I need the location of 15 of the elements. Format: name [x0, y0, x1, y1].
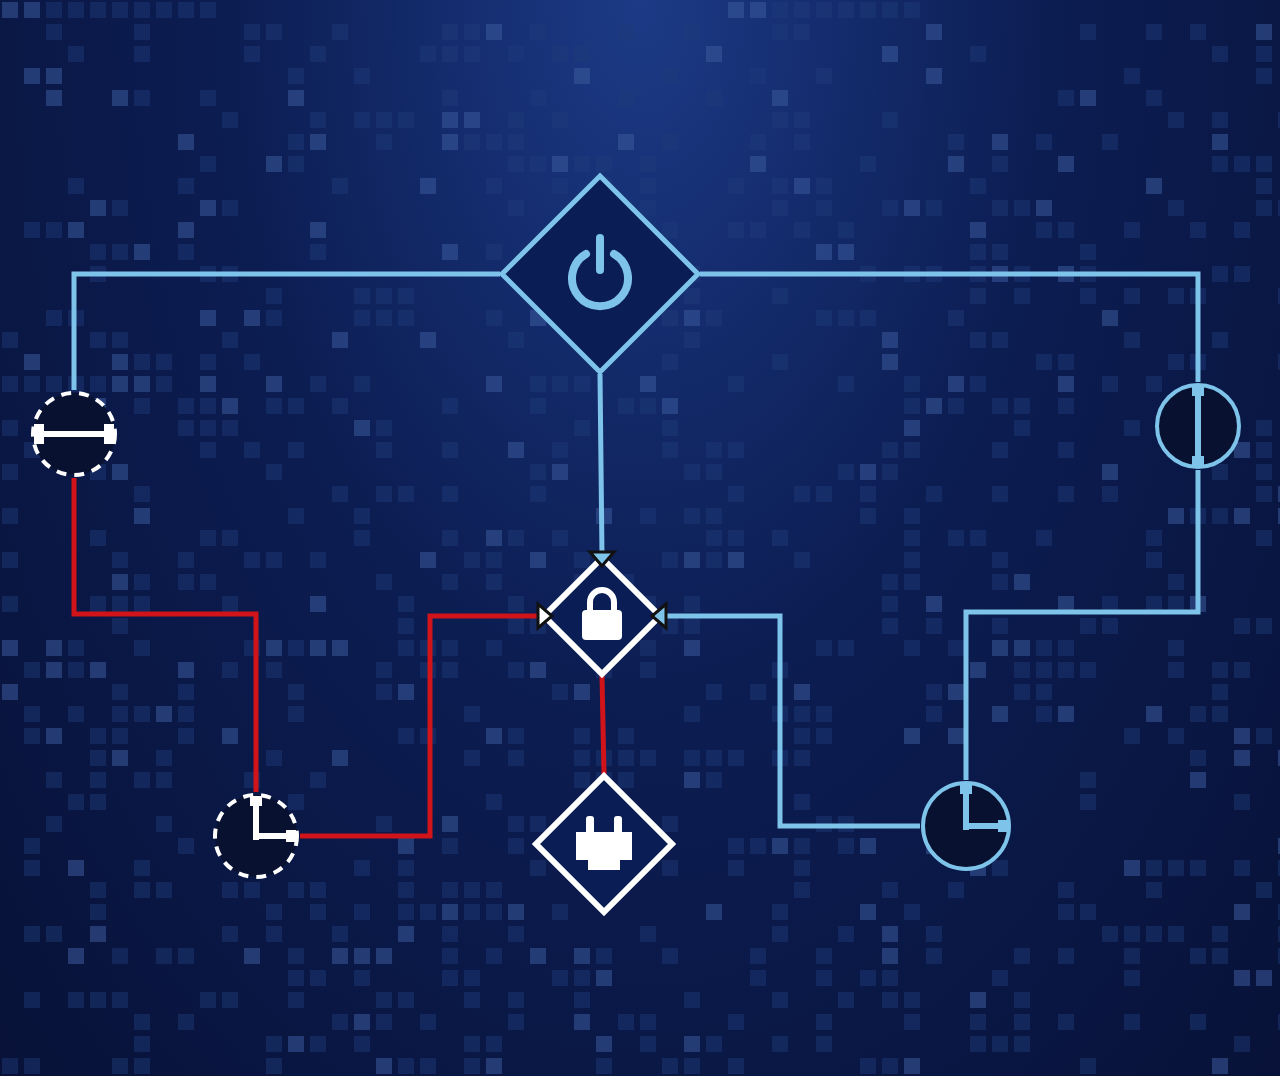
- diamond-node: [534, 774, 674, 914]
- circle-node: [1154, 382, 1242, 470]
- connector-line: [599, 675, 607, 775]
- connector-line: [71, 478, 259, 792]
- circle-node: [920, 780, 1012, 872]
- connector-line: [300, 613, 542, 839]
- circle-node: [212, 792, 300, 880]
- connector-line: [597, 373, 605, 557]
- diamond-node: [542, 556, 662, 676]
- circle-node: [30, 390, 118, 478]
- connector-line: [71, 271, 500, 390]
- connector-line: [700, 271, 1201, 382]
- connector-line: [662, 613, 920, 829]
- connector-line: [963, 470, 1201, 780]
- diamond-node: [500, 174, 700, 374]
